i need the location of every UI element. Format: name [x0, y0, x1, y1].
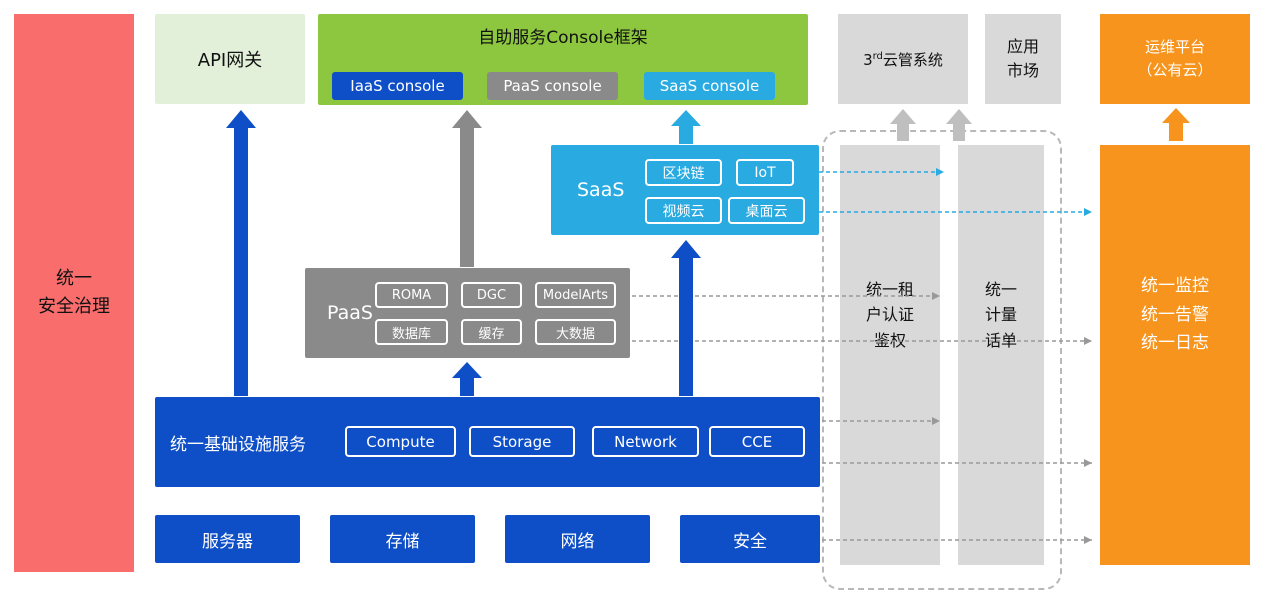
paas-layer-box: PaaS ROMA DGC ModelArts 数据库 缓存 大数据: [305, 268, 630, 358]
arrow-iaas-to-saas: [671, 240, 701, 396]
console-framework-title: 自助服务Console框架: [478, 28, 648, 48]
third-party-cloud-label: 3rd云管系统: [863, 49, 943, 70]
iaas-console-chip: IaaS console: [332, 72, 463, 100]
monitoring-alarm-log-box: 统一监控 统一告警 统一日志: [1100, 145, 1250, 565]
network-hw-box: 网络: [505, 515, 650, 563]
unified-security-governance-bar: 统一 安全治理: [14, 14, 134, 572]
compute-chip: Compute: [345, 426, 456, 457]
storage-hw-box: 存储: [330, 515, 475, 563]
video-cloud-chip: 视频云: [645, 197, 722, 224]
security-hw-box: 安全: [680, 515, 820, 563]
paas-console-chip: PaaS console: [487, 72, 618, 100]
arrow-monitoring-to-ops-platform: [1162, 108, 1190, 141]
third-party-cloud-num: 3: [863, 50, 873, 69]
desktop-cloud-chip: 桌面云: [728, 197, 805, 224]
unified-infrastructure-box: 统一基础设施服务 Compute Storage Network CCE: [155, 397, 820, 487]
storage-chip: Storage: [469, 426, 575, 457]
api-gateway-box: API网关: [155, 14, 305, 104]
bigdata-chip: 大数据: [535, 319, 616, 345]
paas-layer-label: PaaS: [327, 302, 373, 324]
saas-layer-label: SaaS: [577, 179, 625, 201]
modelarts-chip: ModelArts: [535, 282, 616, 308]
arrow-saas-to-console: [671, 110, 701, 144]
cce-chip: CCE: [709, 426, 805, 457]
saas-console-chip: SaaS console: [644, 72, 775, 100]
dgc-chip: DGC: [461, 282, 522, 308]
third-party-cloud-sup: rd: [872, 50, 883, 62]
cache-chip: 缓存: [461, 319, 522, 345]
console-framework-box: 自助服务Console框架 IaaS console PaaS console …: [318, 14, 808, 105]
arrow-iaas-to-api-gateway: [226, 110, 256, 396]
server-box: 服务器: [155, 515, 300, 563]
app-market-box: 应用 市场: [985, 14, 1061, 104]
tenant-auth-bar: 统一租 户认证 鉴权: [840, 145, 940, 565]
third-party-cloud-mgmt-box: 3rd云管系统: [838, 14, 968, 104]
network-chip: Network: [592, 426, 699, 457]
blockchain-chip: 区块链: [645, 159, 722, 186]
unified-infrastructure-label: 统一基础设施服务: [170, 434, 306, 455]
iot-chip: IoT: [736, 159, 794, 186]
shared-services-dashed-container: [822, 130, 1062, 590]
third-party-cloud-rest: 云管系统: [882, 50, 943, 69]
saas-layer-box: SaaS 区块链 IoT 视频云 桌面云: [551, 145, 819, 235]
arrow-iaas-to-paas: [452, 362, 482, 396]
ops-platform-box: 运维平台 （公有云）: [1100, 14, 1250, 104]
arrow-paas-to-console: [452, 110, 482, 267]
database-chip: 数据库: [375, 319, 448, 345]
roma-chip: ROMA: [375, 282, 448, 308]
metering-billing-bar: 统一 计量 话单: [958, 145, 1044, 565]
